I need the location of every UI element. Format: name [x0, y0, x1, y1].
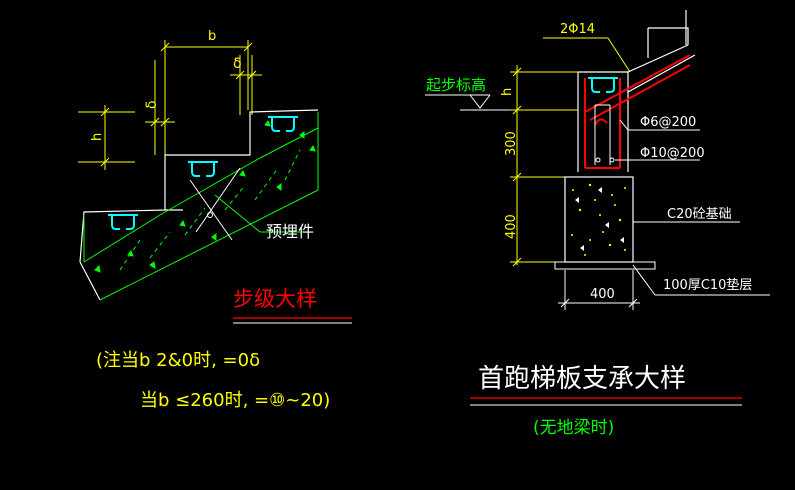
dim-delta-top-label: δ — [233, 56, 242, 72]
support-detail: 2Φ14 — [425, 10, 770, 438]
step-outline — [79, 109, 319, 301]
cushion-layer — [554, 261, 656, 270]
start-elevation-marker — [425, 94, 578, 111]
dim-300-label: 300 — [504, 131, 519, 156]
start-elevation-label: 起步标高 — [426, 76, 486, 94]
support-detail-subtitle: (无地梁时) — [533, 418, 614, 438]
step-rebar — [189, 167, 241, 241]
bar-label: Φ10@200 — [640, 146, 705, 161]
embedded-part-label: 预埋件 — [266, 222, 314, 241]
dim-h-label: h — [90, 133, 105, 141]
beam-rebar — [584, 54, 691, 169]
concrete-slab — [83, 112, 319, 301]
note-line-2: 当b ≤260时, =⑩~20) — [140, 390, 330, 411]
beam-ties — [594, 104, 615, 165]
cushion-label: 100厚C10垫层 — [663, 277, 752, 293]
dim-b-label: b — [208, 29, 216, 44]
embedded-part-icons — [108, 116, 298, 230]
foundation-leaders — [632, 221, 770, 296]
top-rebar-label: 2Φ14 — [560, 22, 595, 37]
embedded-leader — [214, 194, 305, 233]
step-detail: b δ δ h — [78, 29, 352, 411]
foundation-block — [564, 176, 634, 263]
dim-400-horizontal-label: 400 — [590, 287, 615, 302]
rebar-leaders — [615, 119, 700, 161]
vertical-dimensions — [510, 65, 578, 267]
dim-h-right-label: h — [500, 88, 515, 96]
dimension-delta-left — [145, 60, 175, 155]
top-rebar-leader — [543, 37, 631, 73]
step-detail-title: 步级大样 — [233, 287, 317, 311]
horizontal-dimension-400 — [558, 270, 640, 310]
foundation-label: C20砼基础 — [667, 207, 732, 222]
dimension-h — [78, 105, 135, 170]
stirrup-label: Φ6@200 — [640, 115, 696, 130]
support-detail-title: 首跑梯板支承大样 — [478, 364, 686, 394]
support-embedded-part-icon — [588, 77, 618, 93]
dimension-delta-top — [230, 55, 262, 115]
dim-delta-left-label: δ — [144, 100, 160, 109]
dim-400-vertical-label: 400 — [504, 214, 519, 239]
note-line-1: (注当b 2&0时, =0δ — [96, 350, 260, 371]
